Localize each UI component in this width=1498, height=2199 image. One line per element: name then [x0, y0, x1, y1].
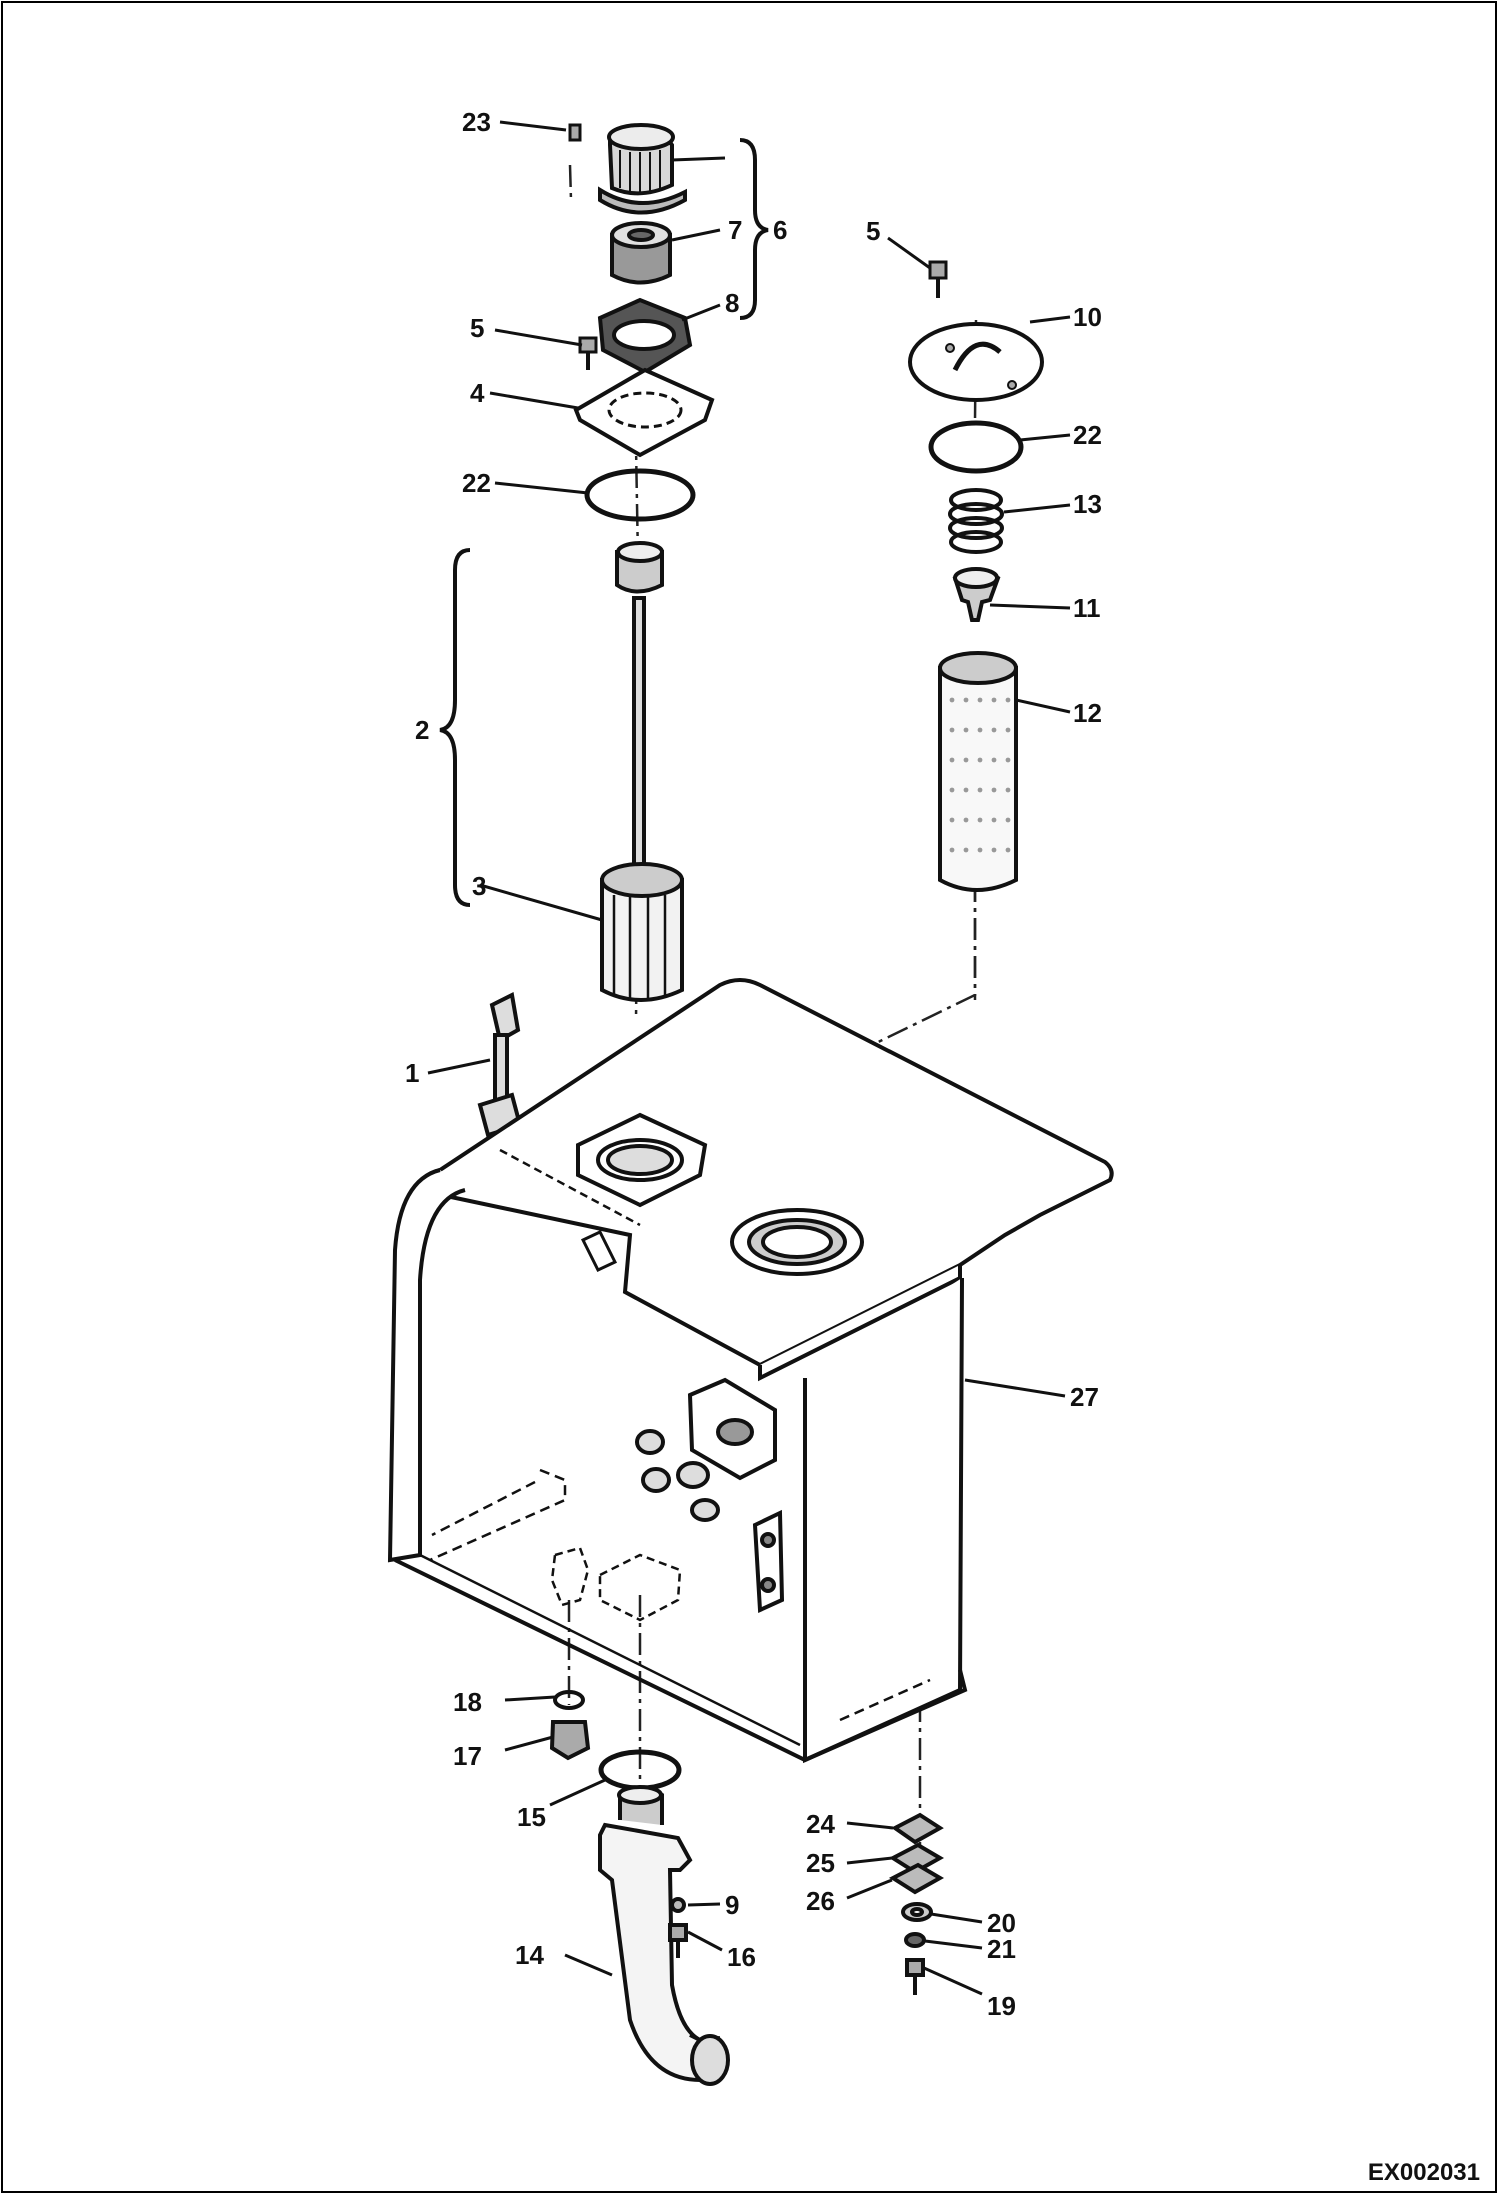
callout-12: 12	[1073, 698, 1102, 728]
callout-4: 4	[470, 378, 485, 408]
callout-23: 23	[462, 107, 491, 137]
callout-16: 16	[727, 1942, 756, 1972]
filler-cap-assembly	[568, 123, 715, 522]
callout-22-right: 22	[1073, 420, 1102, 450]
callout-26: 26	[806, 1886, 835, 1916]
callout-22-left: 22	[462, 468, 491, 498]
elbow-outlet	[690, 2034, 730, 2086]
bolt-5-right	[928, 260, 948, 280]
callout-17: 17	[453, 1741, 482, 1771]
return-filter-assembly	[908, 260, 1044, 892]
bolt-19	[905, 1958, 925, 1977]
brace-6	[739, 138, 769, 320]
callout-25: 25	[806, 1848, 835, 1878]
tank-top-openings	[576, 1112, 864, 1276]
callout-14: 14	[515, 1940, 544, 1970]
drawing-id: EX002031	[1368, 2159, 1480, 2186]
tank-curved-side	[387, 1168, 466, 1563]
side-bracket	[752, 1509, 785, 1614]
suction-pipe	[632, 596, 646, 880]
bolt-16	[668, 1923, 688, 1942]
callout-8: 8	[725, 288, 739, 318]
hydraulic-tank-27	[387, 978, 1114, 1764]
leader-lines	[427, 120, 1071, 1996]
brace-2	[439, 548, 471, 907]
callout-10: 10	[1073, 302, 1102, 332]
spring-13	[948, 488, 1004, 554]
callout-1: 1	[405, 1058, 419, 1088]
callout-21: 21	[987, 1934, 1016, 1964]
tank-side-ports	[635, 1377, 785, 1614]
suction-elbow-14	[598, 1822, 702, 2083]
bolt-5-left	[578, 336, 598, 354]
callout-5-left: 5	[470, 313, 484, 343]
callout-9: 9	[725, 1890, 739, 1920]
callout-13: 13	[1073, 489, 1102, 519]
callout-19: 19	[987, 1991, 1016, 2021]
drain-parts	[549, 1690, 945, 2086]
washer-21	[904, 1932, 926, 1948]
callout-6: 6	[773, 215, 787, 245]
group-braces	[439, 138, 769, 907]
o-ring-22-left	[584, 468, 696, 522]
callout-11: 11	[1073, 593, 1101, 623]
shim-26	[889, 1862, 945, 1895]
shim-25	[889, 1842, 945, 1875]
callout-24: 24	[806, 1809, 835, 1839]
level-gauge	[477, 992, 523, 1138]
callout-15: 15	[517, 1802, 546, 1832]
suction-strainer-3	[600, 878, 684, 1002]
shim-24	[891, 1812, 944, 1845]
callout-27: 27	[1070, 1382, 1099, 1412]
tank-front-face	[803, 1277, 964, 1764]
filter-element-12	[938, 666, 1018, 892]
cover-plate-10	[908, 322, 1044, 402]
drain-plug-17	[549, 1720, 591, 1761]
washer-18	[553, 1690, 585, 1710]
screw-23	[568, 123, 582, 142]
callout-labels: 23 6 7 8 5 4 22 2 3 1 5 10 22 13 11 12 2…	[405, 107, 1102, 2021]
callout-18: 18	[453, 1687, 482, 1717]
callout-7: 7	[728, 215, 742, 245]
callout-5-right: 5	[866, 216, 880, 246]
o-ring-22-right	[928, 420, 1024, 474]
tank-top-plate	[415, 978, 1114, 1368]
callout-2: 2	[415, 715, 429, 745]
suction-strainer-assembly	[600, 541, 684, 1002]
callout-20: 20	[987, 1908, 1016, 1938]
callout-3: 3	[472, 871, 486, 901]
